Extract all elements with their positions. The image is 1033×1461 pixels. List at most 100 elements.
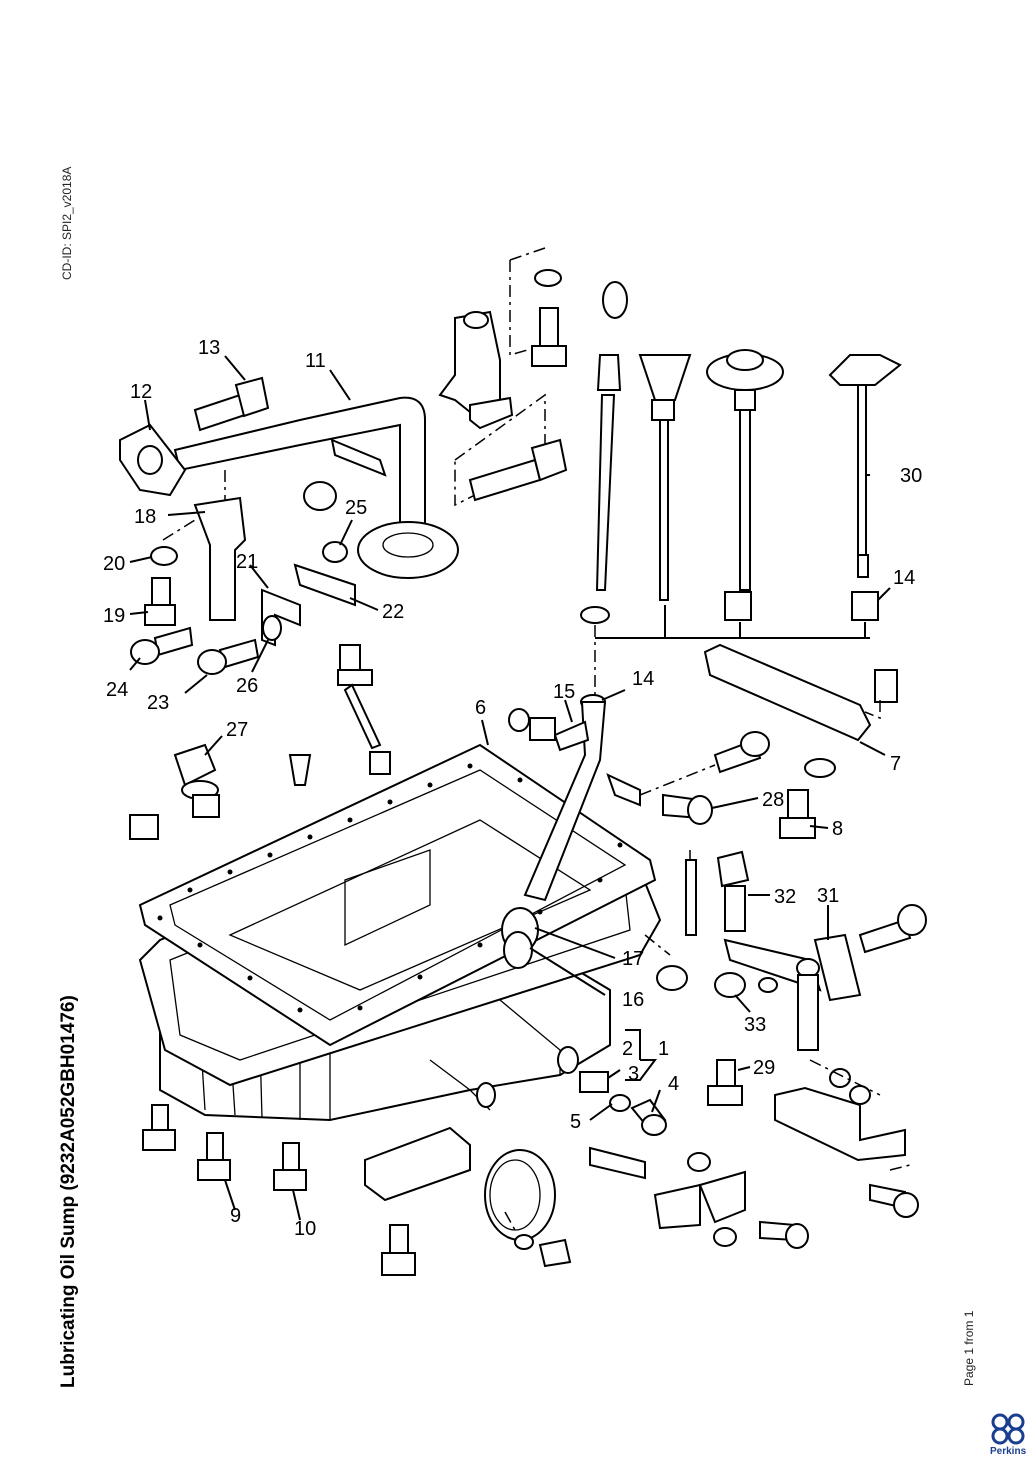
callout-27: 27	[226, 719, 248, 741]
guide-rail-7	[703, 643, 872, 742]
callout-33: 33	[744, 1014, 766, 1036]
dipstick-sleeve	[724, 591, 752, 621]
spacer-15	[529, 717, 556, 741]
callout-26: 26	[236, 675, 258, 697]
dipstick-2	[638, 354, 692, 601]
seal-5	[609, 1094, 631, 1112]
top-washer	[534, 269, 562, 287]
callout-29: 29	[753, 1057, 775, 1079]
callout-22: 22	[382, 601, 404, 623]
callout-4: 4	[668, 1073, 679, 1095]
callout-21: 21	[236, 551, 258, 573]
pipe-support-bracket	[438, 310, 514, 430]
bracket-right	[774, 1086, 906, 1162]
callout-31: 31	[817, 885, 839, 907]
callout-17: 17	[622, 948, 644, 970]
bolt-far-right	[869, 1183, 919, 1218]
rail-sleeve	[874, 669, 898, 703]
suction-pipe	[119, 396, 459, 579]
callout-12: 12	[130, 381, 152, 403]
leader-lines	[129, 355, 891, 1221]
callout-14-top: 14	[893, 567, 915, 589]
cover-bolt	[538, 1238, 572, 1268]
tube-bracket	[606, 773, 641, 807]
nut-33	[714, 972, 746, 998]
drain-plug-27	[173, 743, 220, 818]
callout-6: 6	[475, 697, 486, 719]
callout-16: 16	[622, 989, 644, 1011]
dipstick-3	[706, 349, 784, 591]
stud-long	[589, 1146, 646, 1180]
nut-25	[303, 481, 337, 511]
callout-5: 5	[570, 1111, 581, 1133]
cover-washer	[514, 1234, 534, 1250]
dipstick-tube	[501, 694, 607, 969]
washer-33	[758, 977, 778, 993]
callout-18: 18	[134, 506, 156, 528]
cover-plate	[484, 1149, 556, 1241]
washer-20	[150, 546, 178, 566]
callout-7: 7	[890, 753, 901, 775]
dipstick-30	[828, 354, 902, 578]
oil-level-sensor	[337, 644, 382, 750]
nut-a	[687, 1152, 711, 1172]
washer-26	[262, 615, 282, 641]
dipstick-seal	[580, 606, 610, 624]
callout-1: 1	[658, 1038, 669, 1060]
flange-nut	[656, 965, 688, 991]
bolt-23	[197, 638, 260, 675]
bolt-8	[779, 789, 816, 839]
bolt-10	[273, 1142, 307, 1191]
bracket-18	[193, 496, 247, 621]
sump-gasket	[138, 743, 657, 1047]
callout-28: 28	[762, 789, 784, 811]
nut-c	[829, 1068, 851, 1088]
callout-15: 15	[553, 681, 575, 703]
tube-clip-15	[553, 720, 590, 752]
bolt-bottom-right	[759, 1220, 809, 1249]
bolt-31	[858, 904, 927, 954]
washer-25	[322, 541, 348, 563]
bolt-28	[662, 793, 713, 825]
angle-bracket	[653, 1170, 746, 1230]
bolt-19	[144, 577, 176, 626]
callout-10: 10	[294, 1218, 316, 1240]
stud	[685, 859, 697, 936]
dipstick-sleeve-14	[851, 591, 879, 621]
callout-25: 25	[345, 497, 367, 519]
callout-3: 3	[628, 1063, 639, 1085]
sensor-sleeve	[369, 751, 391, 775]
callout-32: 32	[774, 886, 796, 908]
drain-plug-4	[630, 1098, 667, 1136]
plug-3	[579, 1071, 609, 1093]
callout-23: 23	[147, 692, 169, 714]
callout-24: 24	[106, 679, 128, 701]
bracket-31	[723, 933, 862, 1051]
brand-name: Perkins	[990, 1446, 1027, 1457]
rail-washer	[804, 758, 836, 778]
plug-sleeve	[129, 814, 159, 840]
bolt-9-group	[142, 1104, 231, 1181]
callout-11: 11	[305, 350, 326, 372]
callout-30: 30	[900, 465, 922, 487]
nut-d	[849, 1085, 871, 1105]
callout-labels: 13 12 11 18 20 19 24 23 26 21 25 22 30 1…	[103, 337, 922, 1240]
bolt-13	[193, 376, 270, 432]
callout-9: 9	[230, 1205, 241, 1227]
plate-22	[293, 563, 356, 607]
threaded-insert	[288, 754, 312, 786]
bolt-29	[707, 1059, 743, 1106]
dipstick-1	[595, 281, 628, 591]
top-bolt	[531, 307, 567, 367]
perkins-logo-icon	[991, 1413, 1025, 1445]
nut-15a	[508, 708, 530, 732]
bolt-32	[716, 850, 750, 932]
bottom-bolt	[381, 1224, 416, 1276]
callout-19: 19	[103, 605, 125, 627]
callout-14: 14	[632, 668, 654, 690]
bolt-24	[130, 626, 194, 665]
callout-2: 2	[622, 1038, 633, 1060]
nut-b	[713, 1227, 737, 1247]
